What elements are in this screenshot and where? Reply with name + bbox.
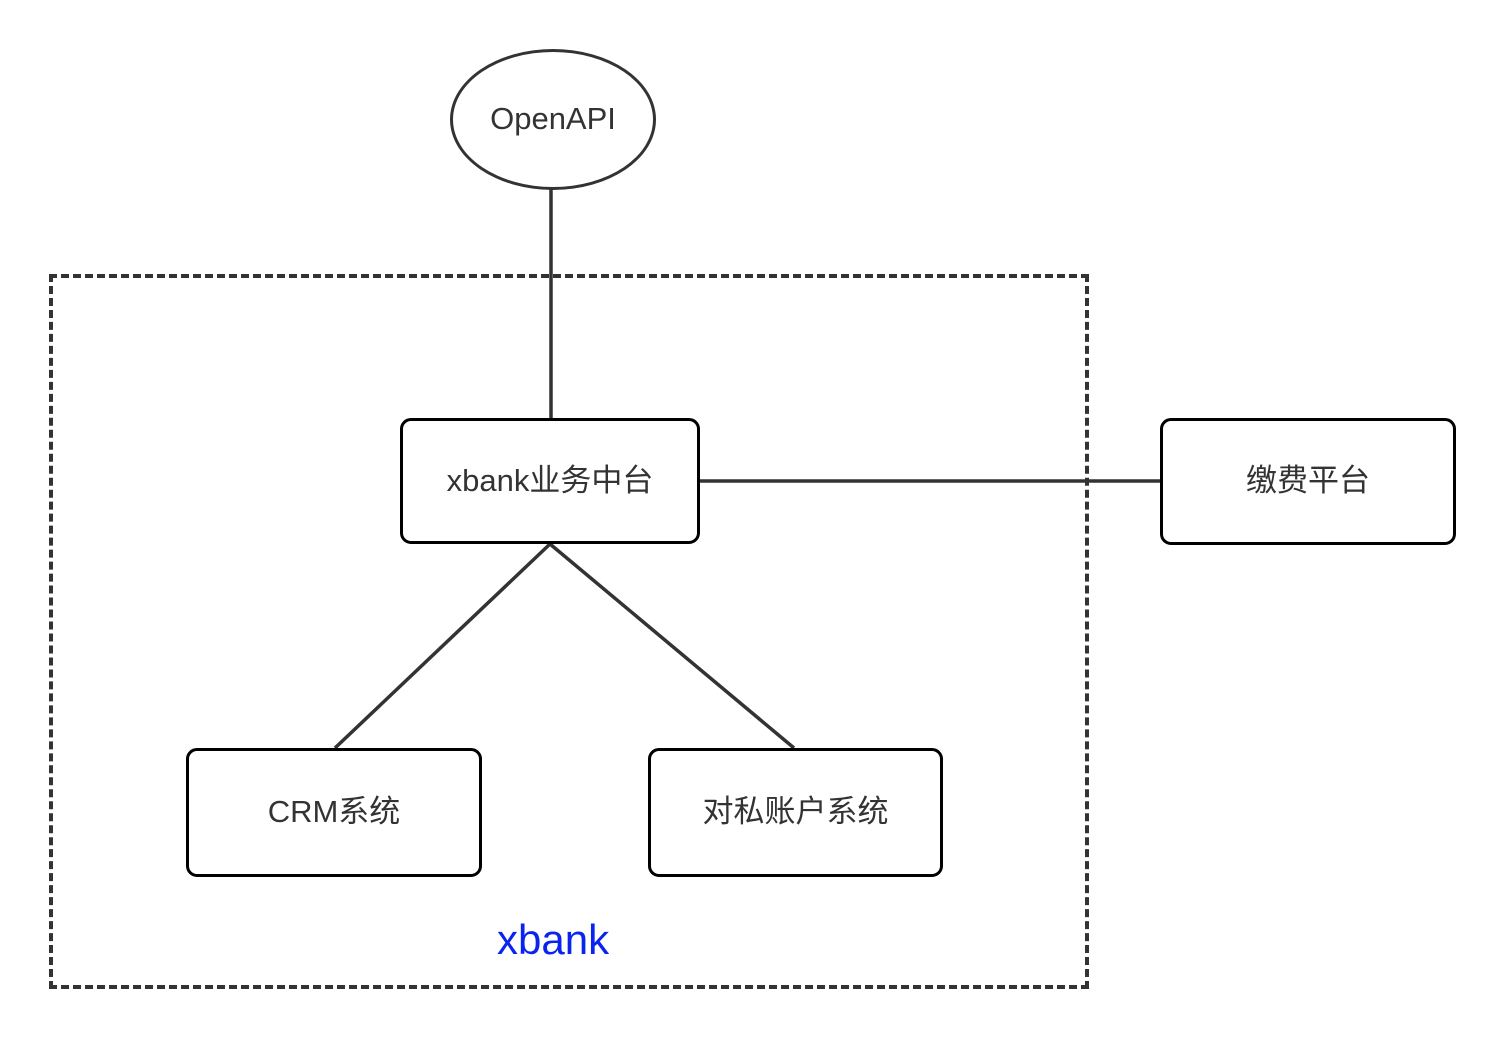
node-openapi-label: OpenAPI xyxy=(490,101,616,137)
edge-core-to-account xyxy=(548,542,796,750)
group-label-xbank: xbank xyxy=(497,916,610,963)
node-openapi[interactable]: OpenAPI xyxy=(450,49,656,190)
node-crm-label: CRM系统 xyxy=(267,794,401,830)
node-crm-system[interactable]: CRM系统 xyxy=(186,748,482,877)
node-core-label: xbank业务中台 xyxy=(446,462,654,498)
node-payment-platform[interactable]: 缴费平台 xyxy=(1160,418,1456,545)
node-personal-account-system[interactable]: 对私账户系统 xyxy=(648,748,943,877)
edge-core-to-crm xyxy=(333,542,552,750)
node-xbank-business-middle-platform[interactable]: xbank业务中台 xyxy=(400,418,700,544)
node-payment-label: 缴费平台 xyxy=(1246,463,1370,499)
node-account-label: 对私账户系统 xyxy=(702,794,889,830)
